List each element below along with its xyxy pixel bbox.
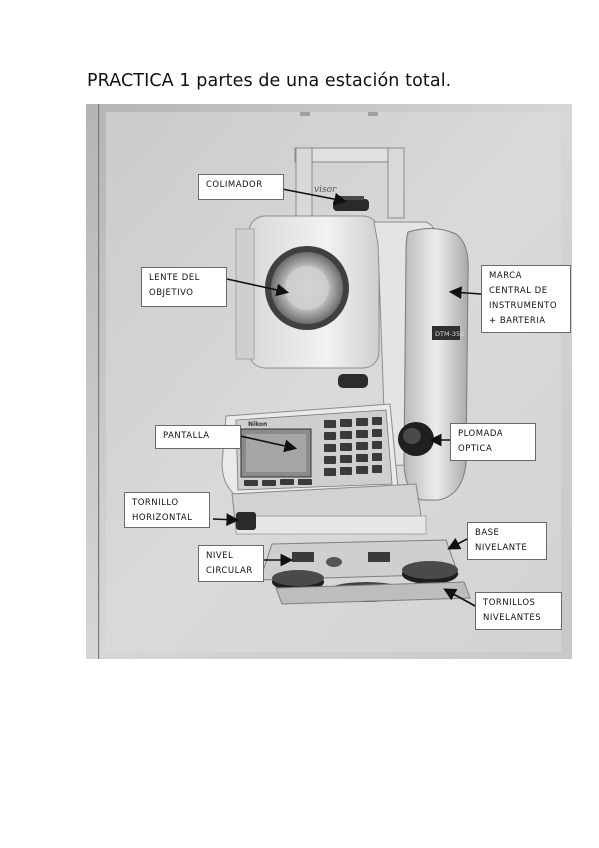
- label-plomada-optica: PLOMADA OPTICA: [450, 423, 536, 461]
- label-lente-del-objetivo: LENTE DEL OBJETIVO: [141, 267, 227, 307]
- model-text: DTM-352: [435, 330, 464, 338]
- label-line: CIRCULAR: [206, 566, 253, 576]
- label-line: NIVELANTES: [483, 613, 542, 623]
- label-tornillos-nivelantes: TORNILLOS NIVELANTES: [475, 592, 562, 630]
- total-station-illustration: DTM-352 Nikon: [86, 104, 572, 659]
- label-line: COLIMADOR: [206, 180, 263, 190]
- label-base-nivelante: BASE NIVELANTE: [467, 522, 547, 560]
- label-line: CENTRAL DE: [489, 286, 548, 296]
- label-line: INSTRUMENTO: [489, 301, 558, 311]
- label-nivel-circular: NIVEL CIRCULAR: [198, 545, 264, 582]
- label-line: HORIZONTAL: [132, 513, 193, 523]
- page-title: PRACTICA 1 partes de una estación total.: [87, 71, 452, 91]
- label-line: OPTICA: [458, 444, 493, 454]
- label-line: TORNILLO: [132, 498, 179, 508]
- label-line: TORNILLOS: [483, 598, 536, 608]
- total-station-photo: DTM-352 Nikon: [86, 104, 572, 659]
- handwritten-note: visor: [314, 185, 337, 195]
- label-line: PLOMADA: [458, 429, 504, 439]
- label-line: OBJETIVO: [149, 288, 194, 298]
- label-line: NIVEL: [206, 551, 234, 561]
- label-marca-central: MARCA CENTRAL DE INSTRUMENTO + BARTERIA: [481, 265, 571, 333]
- label-line: MARCA: [489, 271, 522, 281]
- label-line: BASE: [475, 528, 500, 538]
- label-pantalla: PANTALLA: [155, 425, 241, 449]
- label-line: + BARTERIA: [489, 316, 546, 326]
- brand-text: Nikon: [248, 421, 267, 428]
- label-colimador: COLIMADOR: [198, 174, 284, 200]
- label-tornillo-horizontal: TORNILLO HORIZONTAL: [124, 492, 210, 528]
- label-line: NIVELANTE: [475, 543, 528, 553]
- label-line: LENTE DEL: [149, 273, 200, 283]
- label-line: PANTALLA: [163, 431, 210, 441]
